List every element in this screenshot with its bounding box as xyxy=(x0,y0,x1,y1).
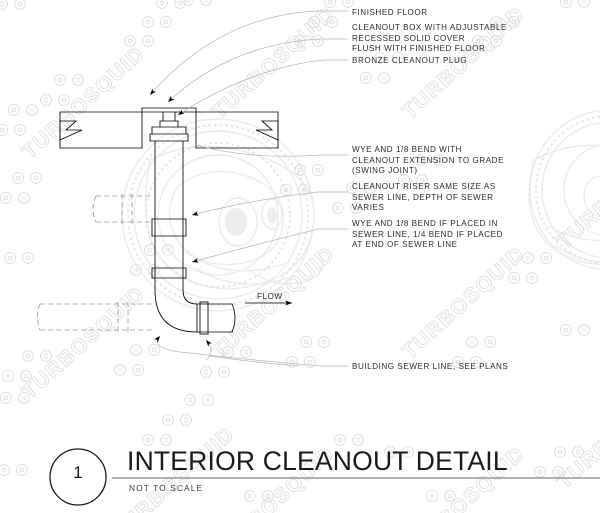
annotation-cleanout-box: CLEANOUT BOX WITH ADJUSTABLE RECESSED SO… xyxy=(352,23,507,54)
detail-number: 1 xyxy=(73,463,83,482)
annotation-bronze-plug: BRONZE CLEANOUT PLUG xyxy=(352,56,468,65)
flow-label: FLOW xyxy=(257,292,283,301)
annotation-finished-floor: FINISHED FLOOR xyxy=(352,8,428,17)
detail-title: INTERIOR CLEANOUT DETAIL xyxy=(127,446,508,476)
annotation-building-sewer: BUILDING SEWER LINE, SEE PLANS xyxy=(352,362,509,371)
annotation-cleanout-riser: CLEANOUT RISER SAME SIZE AS SEWER LINE, … xyxy=(352,182,496,213)
annotation-wye-extension: WYE AND 1/8 BEND WITH CLEANOUT EXTENSION… xyxy=(352,145,505,176)
scale-note: NOT TO SCALE xyxy=(129,483,204,493)
annotation-wye-bend-placed: WYE AND 1/8 BEND IF PLACED IN SEWER LINE… xyxy=(352,219,503,250)
